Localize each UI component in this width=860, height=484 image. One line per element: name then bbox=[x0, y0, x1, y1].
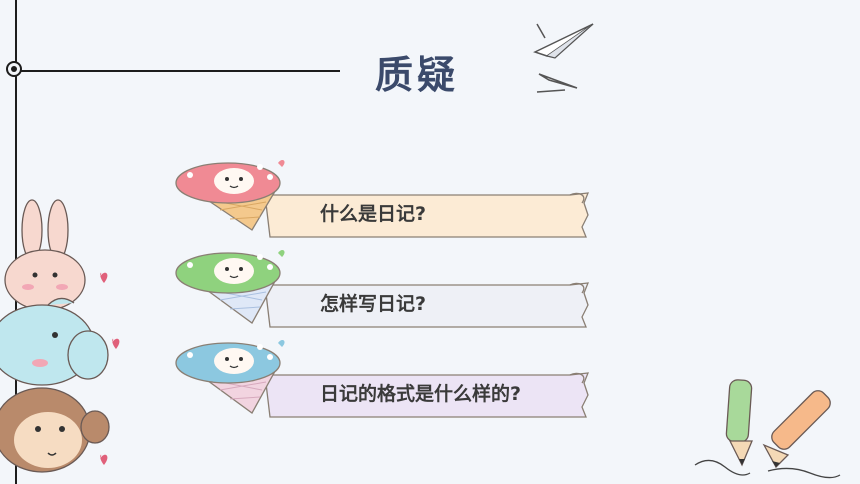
heart-icon bbox=[100, 272, 108, 283]
slide-title: 质疑 bbox=[375, 53, 460, 97]
question-item-2: 怎样写日记? bbox=[170, 245, 590, 335]
ice-cream-banner bbox=[175, 160, 590, 238]
paper-plane-icon bbox=[533, 23, 594, 93]
ice-cream-banner bbox=[175, 250, 590, 328]
heart-icon bbox=[100, 454, 108, 465]
vertical-rule bbox=[15, 0, 17, 484]
question-text: 日记的格式是什么样的? bbox=[320, 383, 522, 405]
heart-icon bbox=[112, 338, 120, 349]
rule-node bbox=[6, 61, 22, 77]
horizontal-rule bbox=[15, 70, 340, 72]
question-item-3: 日记的格式是什么样的? bbox=[170, 335, 590, 425]
ice-cream-banner bbox=[175, 340, 590, 418]
elephant-icon bbox=[0, 297, 109, 386]
question-text: 什么是日记? bbox=[320, 203, 427, 225]
cartoon-animals-decoration bbox=[0, 199, 120, 473]
question-item-1: 什么是日记? bbox=[170, 155, 590, 245]
monkey-icon bbox=[0, 387, 110, 473]
question-text: 怎样写日记? bbox=[320, 293, 427, 315]
rabbit-icon bbox=[4, 199, 86, 311]
pencil-icon bbox=[694, 379, 841, 479]
